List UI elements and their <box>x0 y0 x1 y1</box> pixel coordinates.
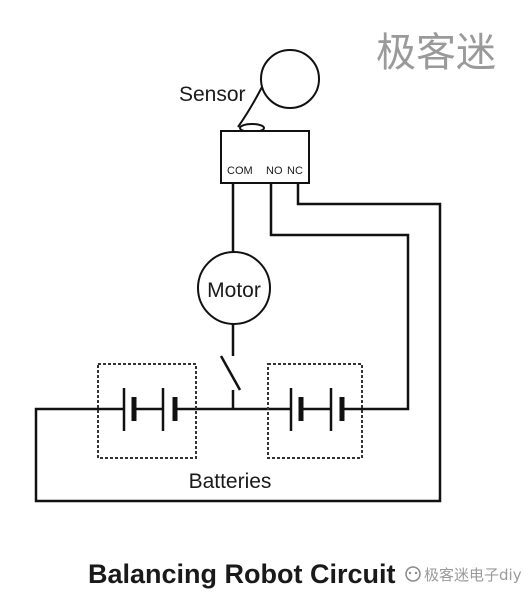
motor-label: Motor <box>207 279 261 302</box>
watermark-bottom: 极客迷电子diy <box>400 561 522 587</box>
wire-no <box>269 183 410 411</box>
sensor-ball <box>260 49 320 109</box>
pin-com-label: COM <box>227 165 253 177</box>
battery-pack-left <box>97 363 197 459</box>
watermark-bottom-text: 极客迷电子diy <box>424 566 522 584</box>
sensor-switch-box <box>220 130 310 184</box>
watermark-top: 极客迷 <box>376 30 496 76</box>
sensor-arm <box>237 86 263 128</box>
wire-nc <box>34 183 442 503</box>
battery-pack-right <box>267 363 363 459</box>
pin-nc-label: NC <box>287 165 303 177</box>
power-switch <box>219 355 242 391</box>
sensor-label: Sensor <box>179 83 246 106</box>
diagram-title: Balancing Robot Circuit <box>88 559 396 589</box>
motor-circle <box>197 251 271 325</box>
wires <box>34 183 442 503</box>
pin-no-label: NO <box>266 165 283 177</box>
wechat-icon <box>405 566 421 582</box>
batteries-label: Batteries <box>189 470 272 493</box>
